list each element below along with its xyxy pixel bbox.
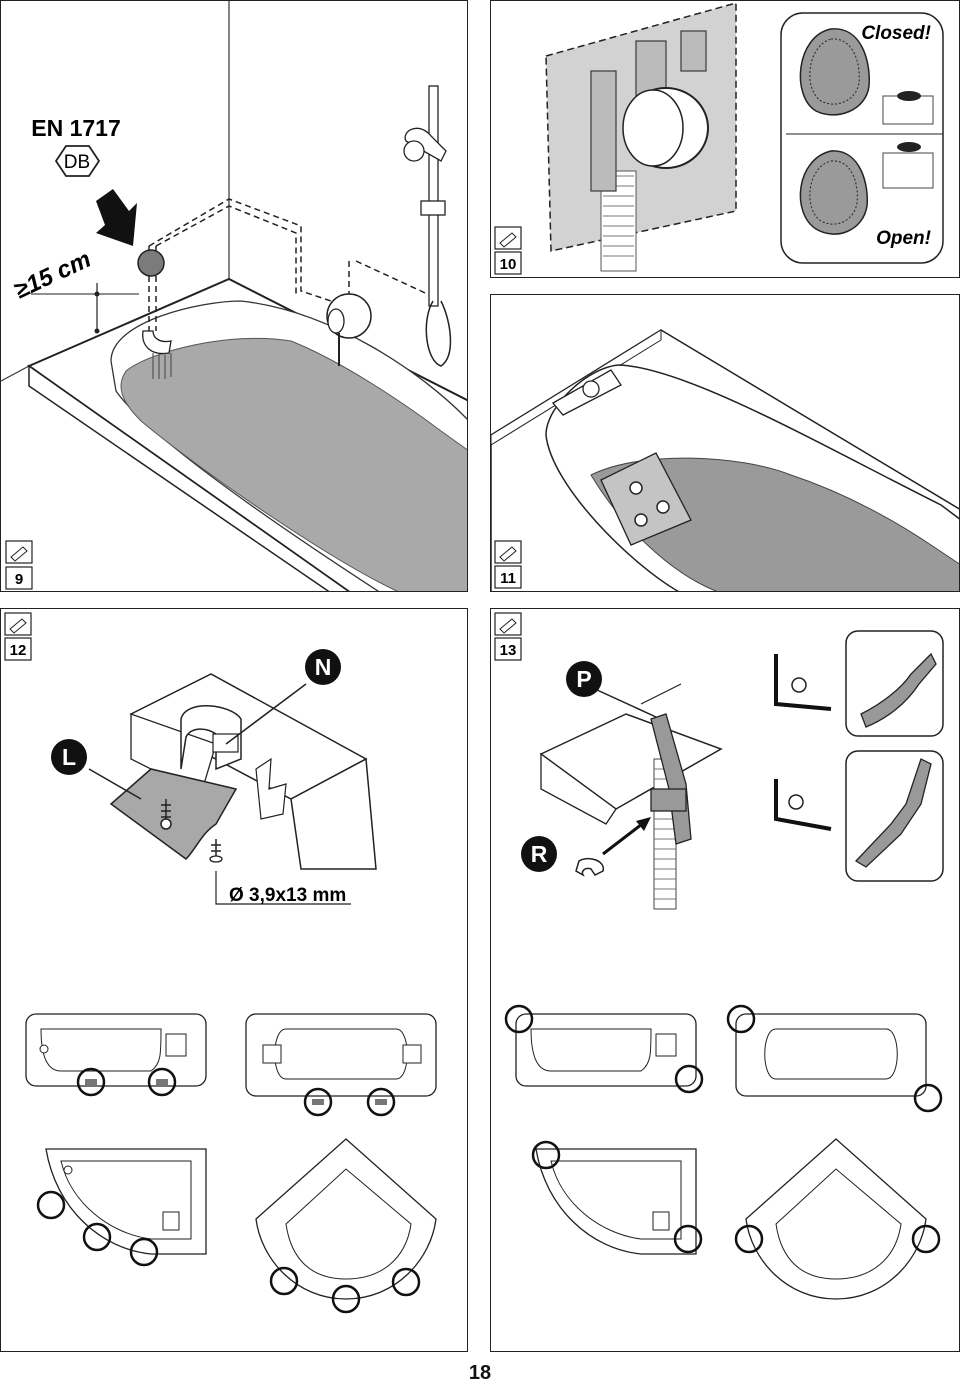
callout-n [305, 649, 341, 685]
screw-spec: Ø 3,9x13 mm [229, 885, 346, 906]
panel-step-9: DB EN 1717 ≥15 cm 9 [0, 0, 468, 592]
height-note: ≥15 cm [10, 246, 95, 305]
drain-closed-icon [799, 28, 870, 116]
jet-icon [634, 513, 648, 527]
screw-icon [160, 818, 172, 830]
panel-step-11: 11 [490, 294, 960, 592]
tub-layout-quadrant [255, 1138, 437, 1314]
panel-step-13: 13 P R [490, 608, 960, 1352]
step-badge: 9 [5, 540, 33, 590]
callout-l-label: L [62, 744, 76, 770]
tub-layout-quadrant [734, 1138, 941, 1300]
screw-icon [209, 855, 223, 863]
panel-step-12: 12 N L Ø 3,9x13 mm [0, 608, 468, 1352]
bathtub-filling-illustration: DB EN 1717 ≥15 cm 9 [1, 1, 467, 591]
arrow-icon [636, 817, 651, 831]
callout-n-label: N [315, 654, 332, 680]
drain-installation-illustration: Closed! Open! 10 [494, 2, 944, 275]
pencil-icon [499, 232, 517, 248]
closed-label: Closed! [861, 23, 931, 44]
db-mark: DB [64, 152, 90, 173]
clip-open-icon [854, 758, 932, 868]
step-number: 12 [10, 642, 27, 659]
callout-r-label: R [531, 841, 548, 867]
tub-layout-rect-right [726, 1004, 943, 1113]
step-badge: 10 [494, 226, 522, 275]
arrow-icon [96, 189, 137, 246]
control-button-icon [582, 380, 600, 398]
callout-l [51, 739, 87, 775]
step-badge: 13 [494, 612, 522, 661]
filler-outlet-icon [137, 249, 165, 277]
tub-layout-rect-left [504, 1004, 704, 1094]
open-label: Open! [876, 228, 931, 249]
tub-layout-rect-left [25, 1013, 207, 1097]
page-number: 18 [468, 1362, 492, 1384]
tub-layout-corner-left [531, 1140, 703, 1255]
jet-icon [656, 500, 670, 514]
tub-layout-corner-left [36, 1148, 207, 1267]
step-number: 9 [15, 571, 23, 588]
step-number: 13 [500, 642, 517, 659]
hexagon-badge-icon [54, 145, 101, 177]
step-badge: 12 [4, 612, 32, 661]
pencil-icon [9, 618, 27, 634]
pencil-icon [499, 618, 517, 634]
callout-p [566, 661, 602, 697]
callout-p-label: P [576, 666, 591, 692]
clip-closed-icon [860, 652, 937, 728]
clip-icon [575, 857, 604, 877]
clip-fitting-illustration: 13 P R [494, 612, 944, 1300]
standard-label: EN 1717 [31, 115, 121, 141]
step-badge: 11 [494, 540, 522, 589]
tub-layout-rect-right [245, 1013, 437, 1117]
pencil-icon [10, 546, 28, 562]
step-number: 10 [500, 256, 517, 273]
callout-r [521, 836, 557, 872]
pencil-icon [499, 546, 517, 562]
whirlpool-tub-illustration: 11 [491, 329, 959, 591]
step-number: 11 [500, 570, 516, 587]
panel-step-10: Closed! Open! 10 [490, 0, 960, 278]
shower-head-icon [404, 127, 447, 162]
jet-icon [629, 481, 643, 495]
bracket-mounting-illustration: 12 N L Ø 3,9x13 mm [4, 612, 437, 1314]
drain-open-icon [799, 150, 869, 235]
